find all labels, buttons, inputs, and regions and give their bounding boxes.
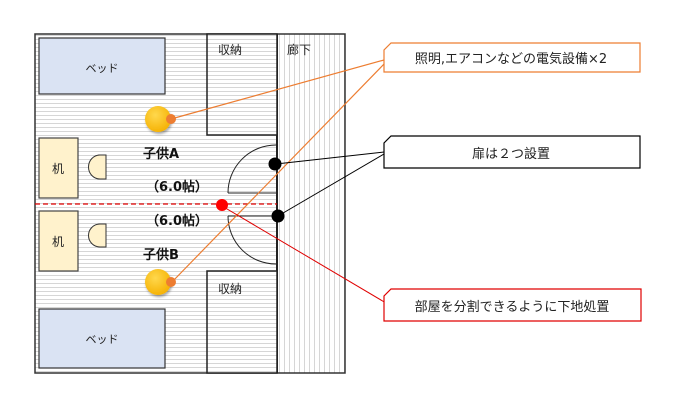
desk-bottom — [38, 210, 79, 272]
bed-bottom-label: ベッド — [86, 333, 119, 346]
callout-electrical-text: 照明,エアコンなどの電気設備×2 — [415, 51, 607, 67]
door-leaders — [275, 151, 385, 217]
bed-top-label: ベッド — [86, 62, 119, 75]
storage-bottom — [206, 270, 278, 374]
storage-top — [206, 33, 278, 136]
marker-electrical-top — [166, 114, 176, 124]
room-a-size: （6.0帖） — [146, 179, 208, 195]
door-top — [227, 144, 277, 194]
chair-bottom — [88, 223, 107, 248]
room-a-name: 子供A — [143, 146, 179, 162]
callout-partition-text: 部屋を分割できるように下地処置 — [415, 299, 610, 315]
desk-bottom-label: 机 — [52, 235, 64, 249]
electrical-leaders — [170, 59, 387, 283]
chair-top — [88, 154, 107, 180]
callout-partition: 部屋を分割できるように下地処置 — [383, 288, 642, 322]
light-icon-bottom — [145, 269, 171, 295]
marker-door-bottom — [271, 209, 285, 223]
callout-doors-text: 扉は２つ設置 — [472, 146, 550, 162]
corridor-label: 廊下 — [287, 42, 311, 57]
corridor-floor — [277, 34, 345, 373]
desk-top-label: 机 — [52, 162, 64, 176]
callout-electrical: 照明,エアコンなどの電気設備×2 — [383, 42, 641, 73]
bed-bottom — [38, 308, 166, 369]
marker-partition — [216, 199, 228, 211]
room-b-size: （6.0帖） — [146, 213, 208, 229]
partition-leader — [221, 205, 387, 304]
bed-top — [38, 37, 166, 95]
storage-bottom-label: 収納 — [218, 282, 242, 296]
callout-doors: 扉は２つ設置 — [383, 135, 641, 169]
storage-top-label: 収納 — [218, 43, 242, 57]
desk-top — [38, 137, 79, 199]
light-icon-top — [145, 106, 171, 132]
marker-electrical-bottom — [166, 277, 176, 287]
room-b-name: 子供B — [143, 247, 179, 263]
marker-door-top — [268, 157, 282, 171]
